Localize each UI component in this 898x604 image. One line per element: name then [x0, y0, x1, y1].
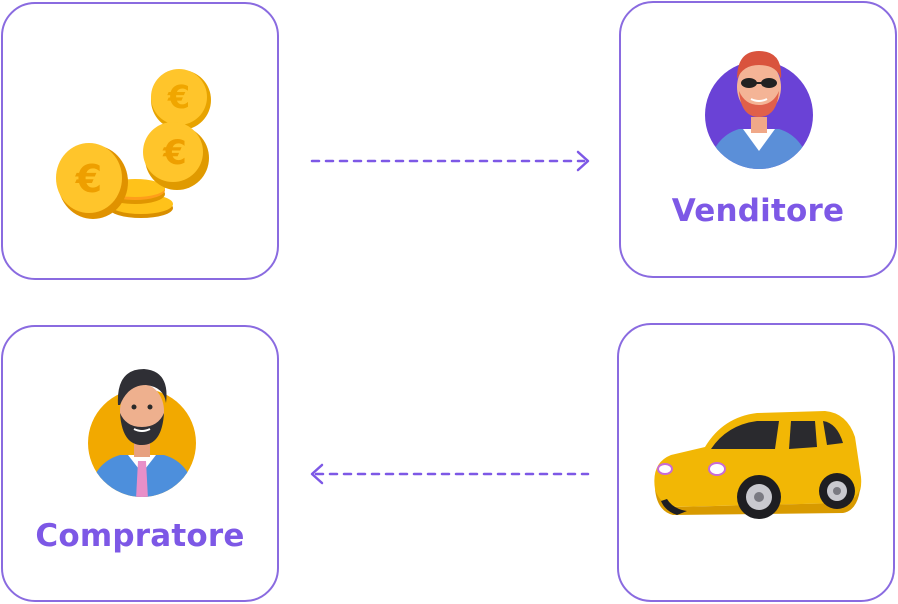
svg-text:€: €: [162, 133, 187, 173]
seller-label: Venditore: [671, 193, 845, 229]
coins-card: € € €: [1, 2, 279, 280]
svg-text:€: €: [167, 78, 190, 116]
seller-card: Venditore: [619, 1, 897, 278]
svg-text:€: €: [75, 157, 102, 201]
buyer-label: Compratore: [35, 518, 245, 554]
buyer-card: Compratore: [1, 325, 279, 602]
yellow-car-icon: [654, 411, 862, 519]
car-card: [617, 323, 895, 602]
euro-coins-icon: € € €: [56, 69, 211, 219]
dashed-arrow-left-icon: [310, 463, 590, 485]
seller-avatar-icon: [705, 51, 813, 169]
buyer-avatar-icon: [88, 369, 196, 497]
dashed-arrow-right-icon: [310, 150, 590, 172]
